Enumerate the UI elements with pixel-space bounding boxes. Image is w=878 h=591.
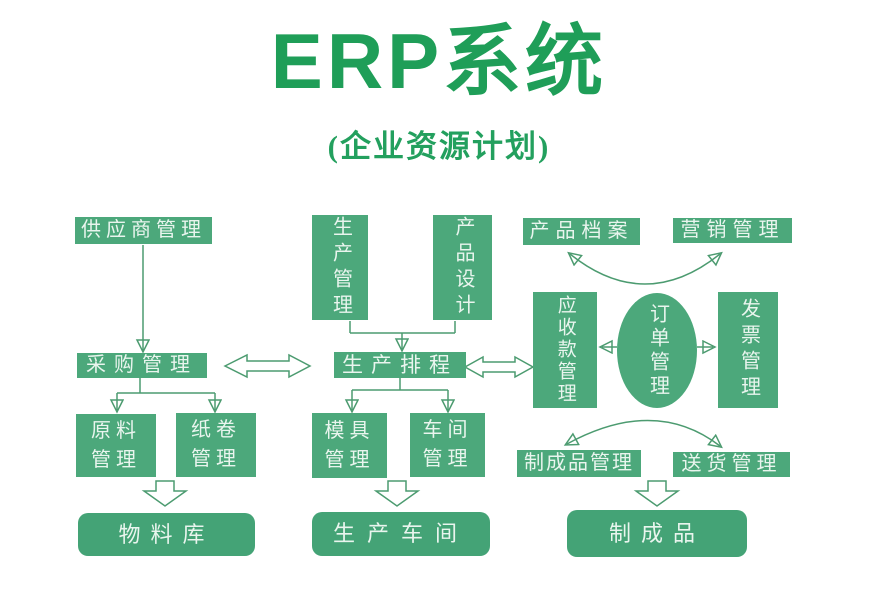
node-production-management: 生产管理 <box>312 215 368 320</box>
node-workshop-management: 车间管理 <box>410 413 485 477</box>
node-label: 纸卷管理 <box>191 419 241 470</box>
node-product-archive: 产品档案 <box>523 218 640 245</box>
connector-purchasing-split <box>117 378 215 394</box>
node-production-workshop: 生产车间 <box>312 512 490 556</box>
connector-scheduling-split <box>352 378 448 391</box>
node-purchasing-management: 采购管理 <box>77 353 207 378</box>
page-title: ERP系统 <box>270 17 608 105</box>
node-product-design: 产品设计 <box>433 215 492 320</box>
node-marketing-management: 营销管理 <box>673 218 792 243</box>
node-raw-material-management: 原料管理 <box>76 414 156 477</box>
page-subtitle: (企业资源计划) <box>327 129 551 164</box>
node-invoice-management: 发票管理 <box>718 292 778 408</box>
node-receivables-management: 应收款管理 <box>533 292 597 408</box>
node-mold-management: 模具管理 <box>312 413 387 478</box>
node-delivery-management: 送货管理 <box>673 452 790 477</box>
block-arrow-to-production-workshop <box>373 480 421 507</box>
connector-production-merge <box>349 321 456 334</box>
node-label: 原料管理 <box>91 419 141 471</box>
node-label: 模具管理 <box>324 419 375 471</box>
node-order-management: 订单管理 <box>617 293 697 408</box>
node-paper-roll-management: 纸卷管理 <box>176 413 256 477</box>
node-material-warehouse: 物料库 <box>78 513 255 556</box>
node-supplier-management: 供应商管理 <box>75 217 212 244</box>
arrow-order-to-archive-and-marketing <box>570 254 720 285</box>
double-arrow-scheduling-receivables <box>463 355 535 379</box>
arrow-order-to-finishedgoods-and-delivery <box>567 419 720 446</box>
double-arrow-purchasing-scheduling <box>223 353 312 379</box>
block-arrow-to-finished-goods <box>633 480 681 507</box>
block-arrow-to-material-warehouse <box>141 480 189 507</box>
node-finished-goods-management: 制成品管理 <box>517 450 641 477</box>
node-finished-goods: 制成品 <box>567 510 747 557</box>
node-production-scheduling: 生产排程 <box>334 352 466 378</box>
node-label: 车间管理 <box>422 419 473 470</box>
